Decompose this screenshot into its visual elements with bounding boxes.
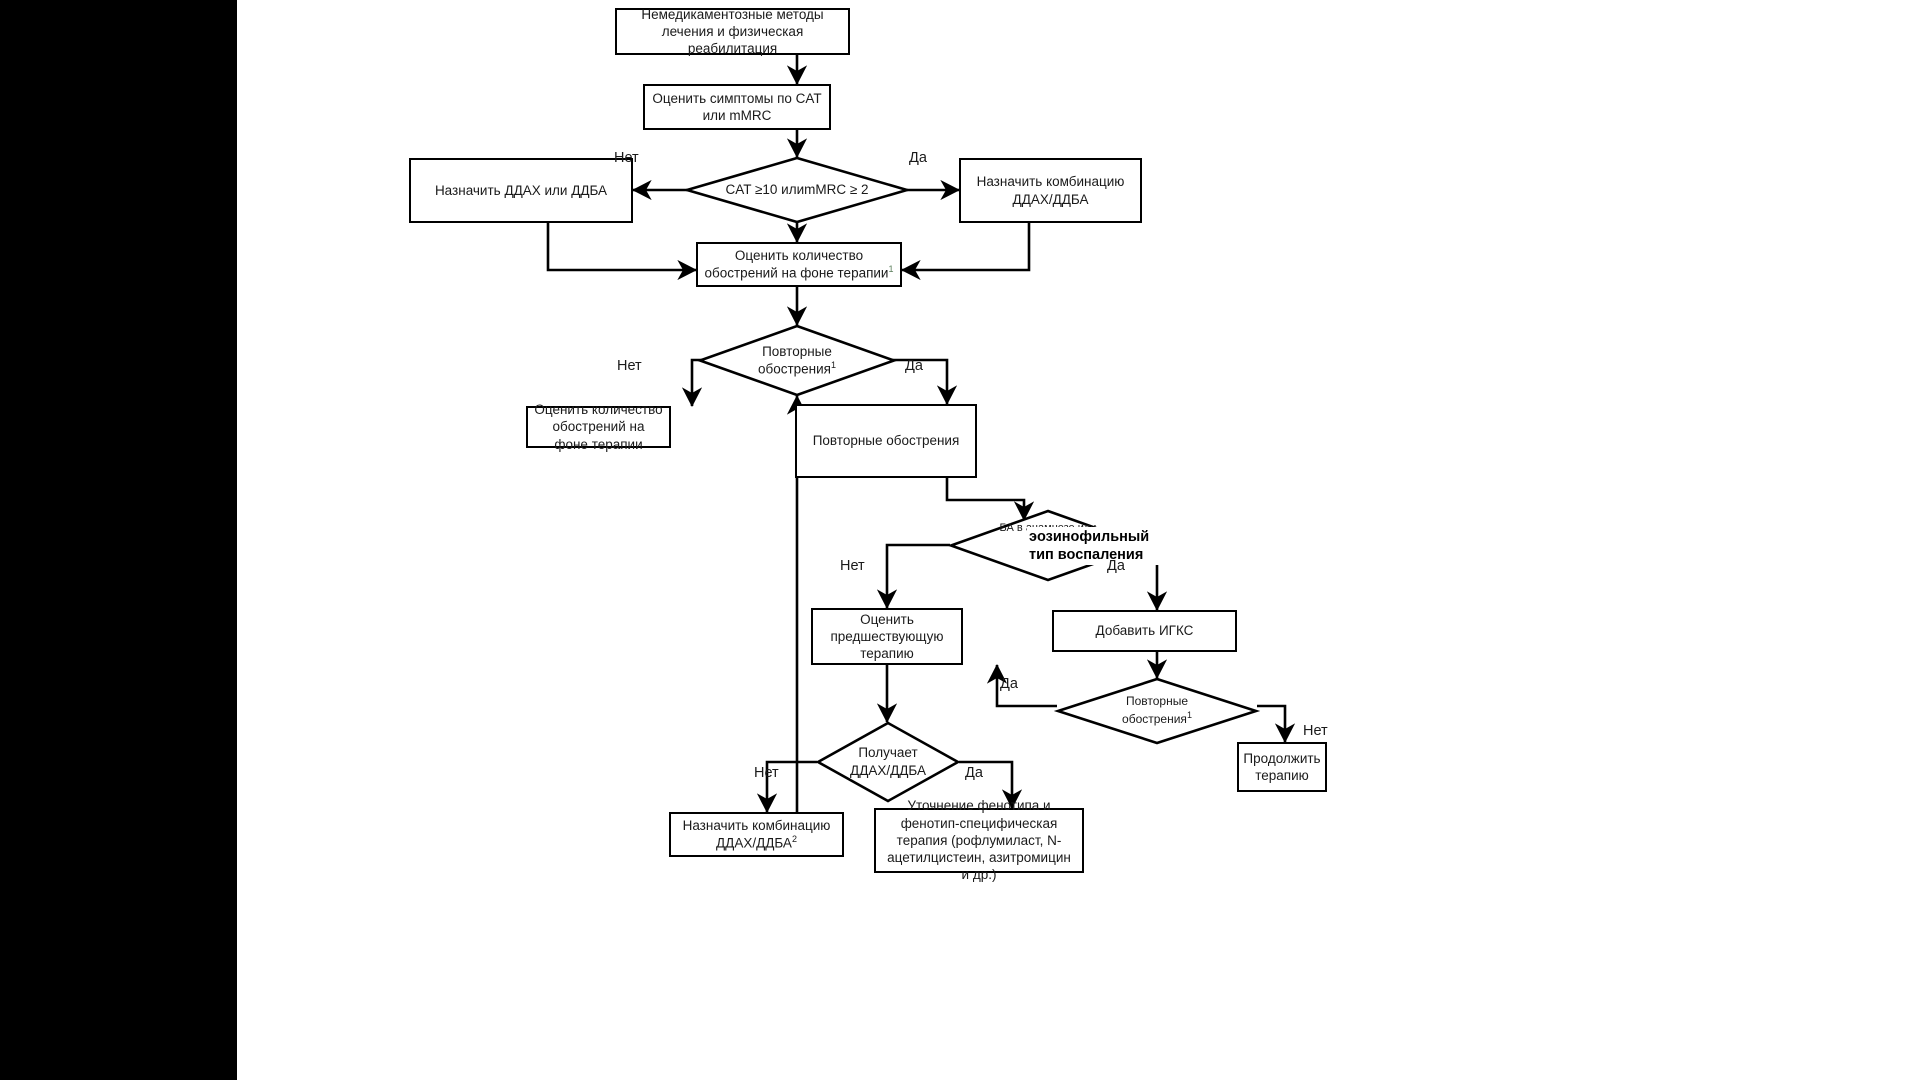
node-prescribe-lama-laba-combo[interactable]: Назначить комбинацию ДДАХ/ДДБА xyxy=(959,158,1142,223)
node-text: Уточнение фенотипа и фенотип-специфическ… xyxy=(887,798,1071,883)
edge-label-no-eos: Нет xyxy=(840,558,865,574)
overlay-note-eosinophilic-inflammation: эозинофильный тип воспаления xyxy=(1027,527,1163,566)
edge-label-no-exac2: Нет xyxy=(1303,723,1328,739)
node-continue-therapy-1[interactable]: Оценить количество обострений на фоне те… xyxy=(526,402,671,452)
edge-label-yes-exac2: Да xyxy=(1000,676,1018,692)
node-prescribe-combo-bottom[interactable]: Назначить комбинацию ДДАХ/ДДБА2 xyxy=(669,812,844,857)
overlay-note-text: эозинофильный тип воспаления xyxy=(1029,529,1150,564)
node-continue-therapy-2[interactable]: Продолжить терапию xyxy=(1237,742,1327,792)
edge-label-yes-receives: Да xyxy=(965,765,983,781)
node-text: Назначить комбинацию ДДАХ/ДДБА xyxy=(976,174,1125,207)
node-prescribe-lama-or-laba[interactable]: Назначить ДДАХ или ДДБА xyxy=(409,158,633,223)
edge-label-yes-eos: Да xyxy=(1107,558,1125,574)
node-text: Повторные обострения xyxy=(812,433,960,449)
node-text: Продолжить терапию xyxy=(1243,750,1321,783)
node-text: Назначить ДДАХ или ДДБА xyxy=(434,182,608,198)
node-assess-symptoms[interactable]: Оценить симптомы по CAT или mMRC xyxy=(643,84,831,130)
node-reassess-asthma-eosinophils[interactable]: Повторные обострения xyxy=(795,404,977,478)
edge-label-no-exac1: Нет xyxy=(617,358,642,374)
node-text: Оценить количество обострений на фоне те… xyxy=(704,247,894,281)
node-text: Немедикаментозные методы лечения и физич… xyxy=(641,6,824,57)
edge-label-yes-exac1: Да xyxy=(905,358,923,374)
node-add-ics[interactable]: Добавить ИГКС xyxy=(1052,610,1237,652)
node-text: Оценить количество обострений на фоне те… xyxy=(534,402,663,452)
node-text: Оценить предшествующую терапию xyxy=(830,611,944,662)
footnote-marker: 1 xyxy=(888,264,894,275)
diagram-canvas: Немедикаментозные методы лечения и физич… xyxy=(237,0,1920,1080)
edge-label-no-receives: Нет xyxy=(754,765,779,781)
edge-label-no-cat: Нет xyxy=(614,150,639,166)
node-assess-exacerbations[interactable]: Оценить количество обострений на фоне те… xyxy=(696,242,902,287)
footnote-marker: 2 xyxy=(791,834,797,845)
node-nonpharm-methods[interactable]: Немедикаментозные методы лечения и физич… xyxy=(615,6,850,57)
node-text: Назначить комбинацию ДДАХ/ДДБА2 xyxy=(682,817,831,851)
node-assess-prior-therapy[interactable]: Оценить предшествующую терапию xyxy=(811,608,963,665)
node-phenotype-specific-therapy[interactable]: Уточнение фенотипа и фенотип-специфическ… xyxy=(874,798,1084,882)
edge-label-yes-cat: Да xyxy=(909,150,927,166)
node-text: Оценить симптомы по CAT или mMRC xyxy=(652,90,822,123)
node-text: Добавить ИГКС xyxy=(1095,623,1194,639)
